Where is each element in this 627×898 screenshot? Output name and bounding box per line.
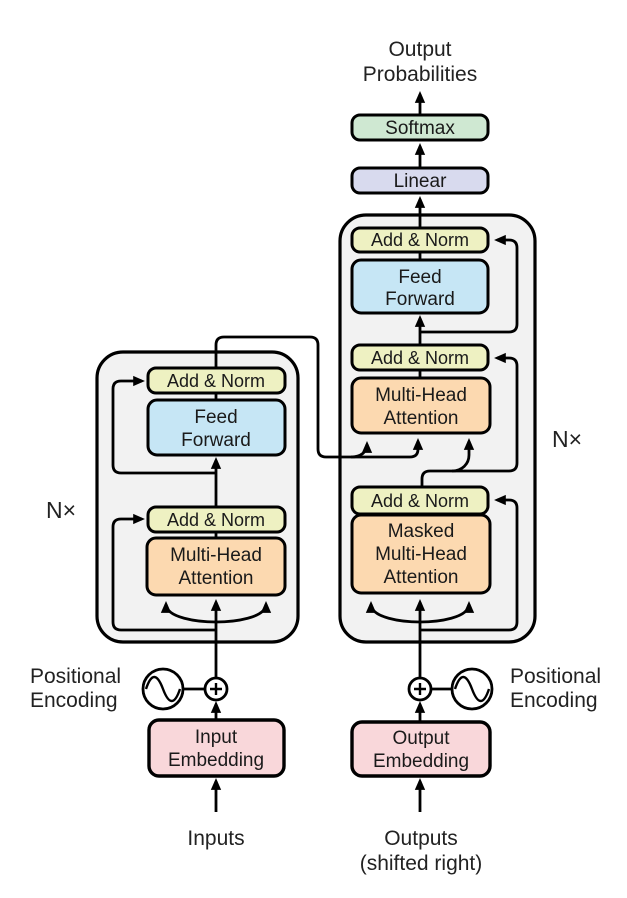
sine-wave-glyph [144, 675, 182, 703]
n-times-left-label: N× [46, 497, 76, 523]
output-probabilities-label-1: Output [388, 38, 451, 61]
sine-wave-glyph [453, 675, 491, 703]
decoder-masked-mha-label-2: Multi-Head [375, 544, 467, 565]
positional-encoding-symbol-right [407, 667, 494, 711]
decoder-feed-forward-label-2: Forward [385, 289, 455, 310]
decoder-masked-fork-right [419, 601, 475, 624]
inputs-label: Inputs [187, 827, 244, 850]
encoder-mha-label-2: Attention [179, 568, 254, 589]
output-embedding-label-1: Output [392, 728, 450, 749]
n-times-right-label: N× [552, 426, 582, 452]
input-embedding-label-1: Input [195, 727, 238, 748]
decoder-masked-mha-label-1: Masked [388, 521, 455, 542]
outputs-label-2: (shifted right) [360, 852, 483, 875]
output-embedding-box [350, 720, 492, 778]
encoder-feed-forward-label-2: Forward [181, 430, 251, 451]
decoder-masked-mha-label-3: Attention [384, 567, 459, 588]
encoder-feed-forward-label-1: Feed [194, 407, 237, 428]
decoder-mha-label-2: Attention [384, 408, 459, 429]
decoder-query-arrow [451, 438, 475, 473]
encoder-add-norm-bottom-label: Add & Norm [167, 510, 265, 530]
input-embedding-label-2: Embedding [168, 750, 264, 771]
positional-encoding-right-label-2: Encoding [510, 689, 598, 712]
decoder-add-norm-bottom-label: Add & Norm [371, 491, 469, 511]
input-embedding-box [147, 718, 286, 778]
encoder-residual-lower [111, 513, 216, 632]
encoder-add-norm-bottom-box [146, 505, 287, 534]
decoder-residual-mid [420, 352, 519, 487]
positional-encoding-left-label-1: Positional [30, 665, 121, 688]
encoder-output-to-decoder-wire [214, 335, 424, 459]
positional-encoding-left-label-2: Encoding [30, 689, 118, 712]
encoder-add-norm-top-label: Add & Norm [167, 371, 265, 391]
plus-glyph [414, 683, 426, 695]
plus-glyph [210, 683, 222, 695]
outputs-label-1: Outputs [384, 827, 458, 850]
encoder-feed-forward-box [146, 398, 287, 457]
encoder-attention-fork-right [215, 601, 272, 624]
encoder-add-norm-top-box [146, 366, 287, 395]
linear-label: Linear [394, 171, 447, 192]
decoder-residual-lower [420, 494, 519, 632]
softmax-box [350, 113, 490, 142]
decoder-masked-multi-head-attention-box [350, 513, 492, 595]
encoder-residual-upper [111, 375, 216, 475]
positional-encoding-symbol-left [141, 667, 229, 711]
decoder-mha-label-1: Multi-Head [375, 385, 467, 406]
linear-box [350, 166, 490, 195]
decoder-add-norm-top-box [350, 226, 490, 254]
encoder-stack [95, 350, 300, 644]
decoder-multi-head-attention-box [350, 376, 492, 435]
encoder-output-branch-arrow [350, 441, 373, 459]
output-probabilities-label-2: Probabilities [363, 63, 477, 86]
decoder-feed-forward-box [350, 258, 490, 315]
decoder-add-norm-mid-box [350, 343, 490, 372]
positional-encoding-right-label-1: Positional [510, 665, 601, 688]
decoder-add-norm-top-label: Add & Norm [371, 230, 469, 250]
decoder-residual-upper [420, 234, 519, 334]
encoder-multi-head-attention-box [145, 536, 287, 597]
decoder-feed-forward-label-1: Feed [398, 267, 441, 288]
decoder-masked-fork-left [365, 601, 421, 624]
encoder-attention-fork-left [160, 601, 217, 624]
encoder-mha-label-1: Multi-Head [170, 545, 262, 566]
decoder-add-norm-mid-label: Add & Norm [371, 348, 469, 368]
output-embedding-label-2: Embedding [373, 751, 469, 772]
softmax-label: Softmax [385, 118, 455, 139]
